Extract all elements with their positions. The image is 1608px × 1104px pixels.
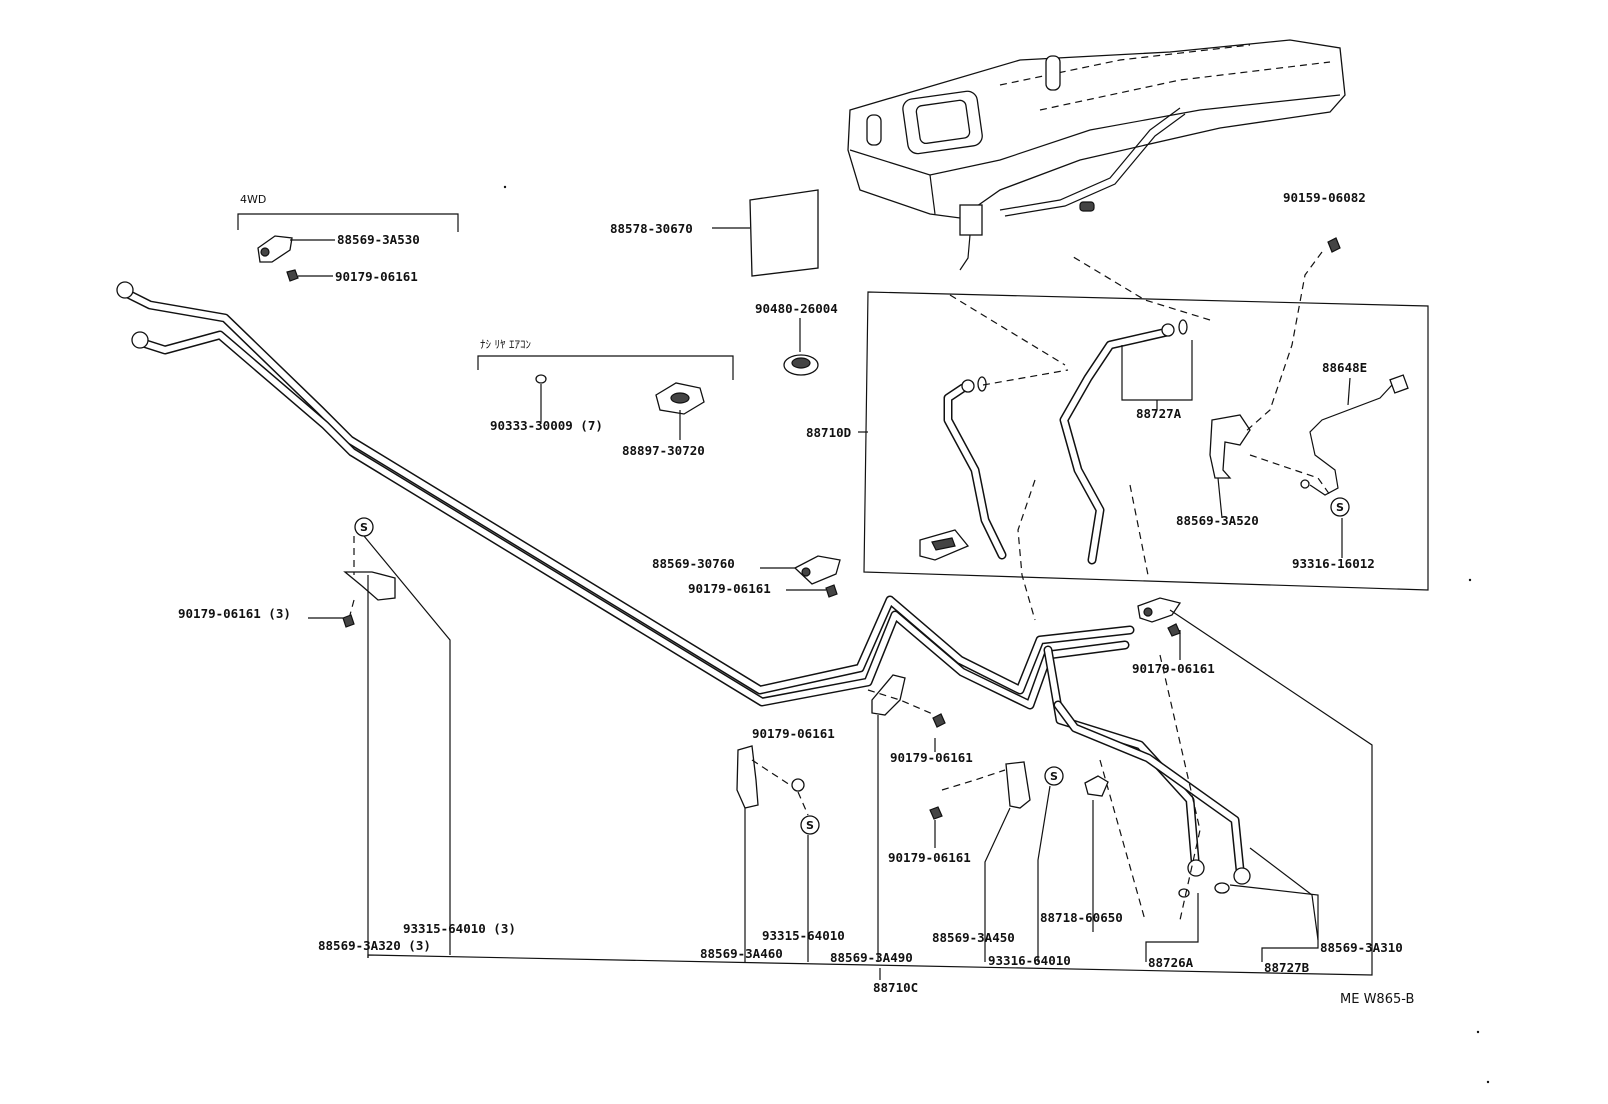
clamp-30760	[793, 555, 841, 598]
label-88569-3a490: 88569-3A490	[830, 950, 913, 965]
plug-90333	[535, 374, 547, 384]
label-88569-3a460: 88569-3A460	[700, 946, 783, 961]
bracket-3a460	[736, 745, 805, 809]
grommet-88897	[655, 382, 705, 415]
s-mark-4: S	[1044, 766, 1064, 786]
label-88648e: 88648E	[1322, 360, 1367, 375]
label-88897-30720: 88897-30720	[622, 443, 705, 458]
clamp-3a310	[1137, 597, 1182, 637]
tank-assembly	[847, 39, 1346, 271]
labels: 4WD ﾅｼ ﾘﾔ ｴｱｺﾝ 88569-3A530 90179-06161 8…	[178, 190, 1414, 1007]
label-88569-3a450: 88569-3A450	[932, 930, 1015, 945]
grommet-90480	[783, 354, 819, 376]
bracket-3a450	[929, 761, 1031, 820]
s-mark-2: S	[1330, 497, 1350, 517]
group-label-4wd: 4WD	[240, 193, 266, 206]
label-93315-64010-a: 93315-64010	[762, 928, 845, 943]
s-mark-1: S	[354, 517, 374, 537]
label-93316-64010: 93316-64010	[988, 953, 1071, 968]
label-88718-60650: 88718-60650	[1040, 910, 1123, 925]
s-mark-text: S	[1050, 770, 1058, 783]
label-90179-06161-d: 90179-06161	[752, 726, 835, 741]
clamp-3a490	[871, 674, 946, 728]
label-90179-06161-b: 90179-06161	[688, 581, 771, 596]
label-93315-64010-3: 93315-64010 (3)	[403, 921, 516, 936]
sensor-bracket	[1209, 414, 1331, 496]
clip-88718	[1084, 775, 1109, 797]
label-88726a: 88726A	[1148, 955, 1194, 970]
label-90480-26004: 90480-26004	[755, 301, 838, 316]
label-88727b: 88727B	[1264, 960, 1310, 975]
label-90179-06161-f: 90179-06161	[888, 850, 971, 865]
label-88727a: 88727A	[1136, 406, 1182, 421]
label-90179-06161-e: 90179-06161	[890, 750, 973, 765]
label-90179-06161-3: 90179-06161 (3)	[178, 606, 291, 621]
label-88710c: 88710C	[873, 980, 918, 995]
label-90179-06161-c: 90179-06161	[1132, 661, 1215, 676]
label-88569-3a310: 88569-3A310	[1320, 940, 1403, 955]
scan-dots	[503, 185, 1490, 1084]
grommet-in-box	[919, 529, 970, 561]
label-90159-06082: 90159-06082	[1283, 190, 1366, 205]
gasket-plate	[712, 189, 819, 277]
label-88569-30760: 88569-30760	[652, 556, 735, 571]
s-mark-text: S	[360, 521, 368, 534]
label-90333-30009: 90333-30009 (7)	[490, 418, 603, 433]
clamp-4wd	[257, 235, 299, 282]
s-mark-3: S	[800, 815, 820, 835]
label-88578-30670: 88578-30670	[610, 221, 693, 236]
label-88569-3a320-3: 88569-3A320 (3)	[318, 938, 431, 953]
leader-lines	[237, 213, 1373, 980]
diagram-ref-code: ME W865-B	[1340, 992, 1414, 1007]
label-88569-3a530: 88569-3A530	[337, 232, 420, 247]
label-93316-16012: 93316-16012	[1292, 556, 1375, 571]
label-90179-06161-a: 90179-06161	[335, 269, 418, 284]
label-88710d: 88710D	[806, 425, 851, 440]
group-label-rear-ac: ﾅｼ ﾘﾔ ｴｱｺﾝ	[480, 338, 531, 351]
detail-box	[858, 237, 1429, 621]
bracket-3a320	[342, 571, 396, 628]
s-mark-text: S	[806, 819, 814, 832]
s-mark-text: S	[1336, 501, 1344, 514]
main-brake-pipes	[116, 281, 1251, 921]
label-88569-3a520: 88569-3A520	[1176, 513, 1259, 528]
